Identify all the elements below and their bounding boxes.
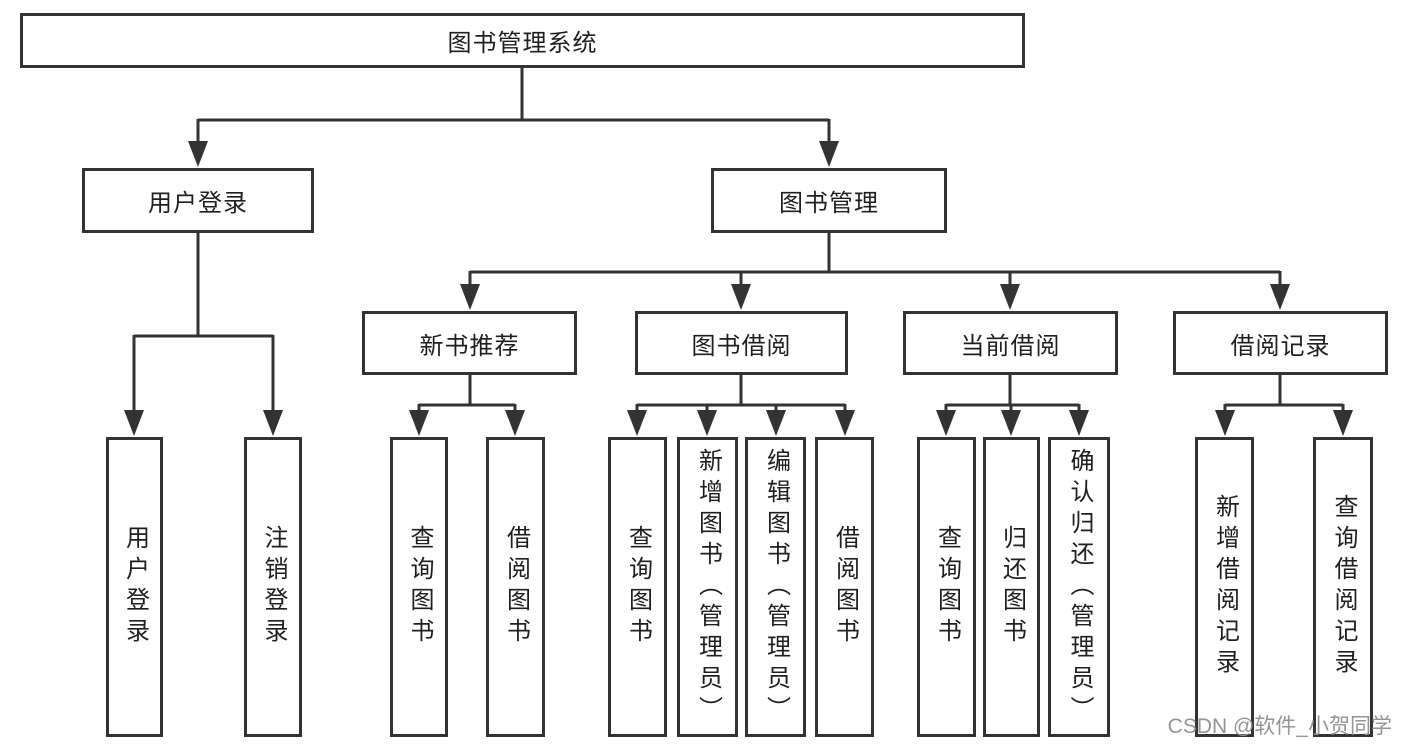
leaf-user-login: 用户登录 [106,437,163,737]
connector-root-to-level2 [188,66,839,167]
arrowhead-icon [731,284,751,310]
node-user-login-label: 用户登录 [148,190,248,217]
arrowhead-icon [1069,410,1089,436]
leaf-borrow-books-label: 借阅图书 [831,525,859,649]
node-user-login: 用户登录 [82,168,314,233]
arrowhead-icon [188,141,208,167]
arrowhead-icon [627,410,647,436]
leaf-query-books-current: 查询图书 [917,437,976,737]
node-new-book-recommendation-label: 新书推荐 [419,332,520,360]
node-current-borrowing: 当前借阅 [903,311,1118,375]
leaf-query-books-borrow-label: 查询图书 [624,525,652,649]
arrowhead-icon [835,410,855,436]
node-library-management-system-label: 图书管理系统 [447,30,598,57]
leaf-edit-books-admin-label: 编辑图书（管理员） [762,447,790,727]
arrowhead-icon [460,284,480,310]
leaf-logout: 注销登录 [244,437,302,737]
leaf-borrow-books-recommend-label: 借阅图书 [502,525,530,649]
leaf-confirm-return-admin-label: 确认归还（管理员） [1066,447,1093,727]
node-borrowing-records-label: 借阅记录 [1230,332,1331,360]
connector-current-borrow-to-children [936,375,1089,436]
arrowhead-icon [1001,410,1021,436]
leaf-logout-label: 注销登录 [260,525,287,649]
leaf-add-borrow-record: 新增借阅记录 [1195,437,1254,737]
leaf-query-books-recommend-label: 查询图书 [406,525,433,649]
connector-book-management-to-level3 [460,233,1290,310]
leaf-query-borrow-record-label: 查询借阅记录 [1330,494,1357,680]
leaf-confirm-return-admin: 确认归还（管理员） [1048,437,1110,737]
node-book-management: 图书管理 [711,168,947,233]
arrowhead-icon [505,410,525,436]
node-new-book-recommendation: 新书推荐 [362,311,577,375]
leaf-query-books-current-label: 查询图书 [933,525,961,649]
leaf-query-books-recommend: 查询图书 [390,437,448,737]
leaf-add-books-admin-label: 新增图书（管理员） [694,447,722,727]
leaf-query-borrow-record: 查询借阅记录 [1313,437,1373,737]
arrowhead-icon [697,410,717,436]
connector-new-book-to-children [409,375,525,436]
node-current-borrowing-label: 当前借阅 [960,332,1061,360]
connector-user-login-to-children [124,233,283,436]
node-book-borrowing-label: 图书借阅 [691,332,792,360]
arrowhead-icon [766,410,786,436]
connector-borrow-records-to-children [1215,375,1353,436]
arrowhead-icon [819,141,839,167]
arrowhead-icon [1000,284,1020,310]
arrowhead-icon [1215,410,1235,436]
leaf-return-books: 归还图书 [983,437,1040,737]
leaf-add-borrow-record-label: 新增借阅记录 [1211,494,1239,680]
arrowhead-icon [409,410,429,436]
arrowhead-icon [1333,410,1353,436]
leaf-user-login-label: 用户登录 [121,525,149,649]
arrowhead-icon [263,410,283,436]
node-borrowing-records: 借阅记录 [1173,311,1388,375]
leaf-edit-books-admin: 编辑图书（管理员） [745,437,806,737]
csdn-watermark: CSDN @软件_小贺同学 [1167,715,1392,738]
arrowhead-icon [124,410,144,436]
arrowhead-icon [1270,284,1290,310]
leaf-query-books-borrow: 查询图书 [608,437,667,737]
leaf-add-books-admin: 新增图书（管理员） [677,437,738,737]
leaf-borrow-books-recommend: 借阅图书 [486,437,545,737]
leaf-borrow-books: 借阅图书 [815,437,874,737]
node-book-management-label: 图书管理 [779,190,879,217]
node-book-borrowing: 图书借阅 [635,311,848,375]
arrowhead-icon [936,410,956,436]
leaf-return-books-label: 归还图书 [998,525,1026,649]
connector-book-borrow-to-children [627,375,855,436]
node-library-management-system: 图书管理系统 [20,13,1025,68]
